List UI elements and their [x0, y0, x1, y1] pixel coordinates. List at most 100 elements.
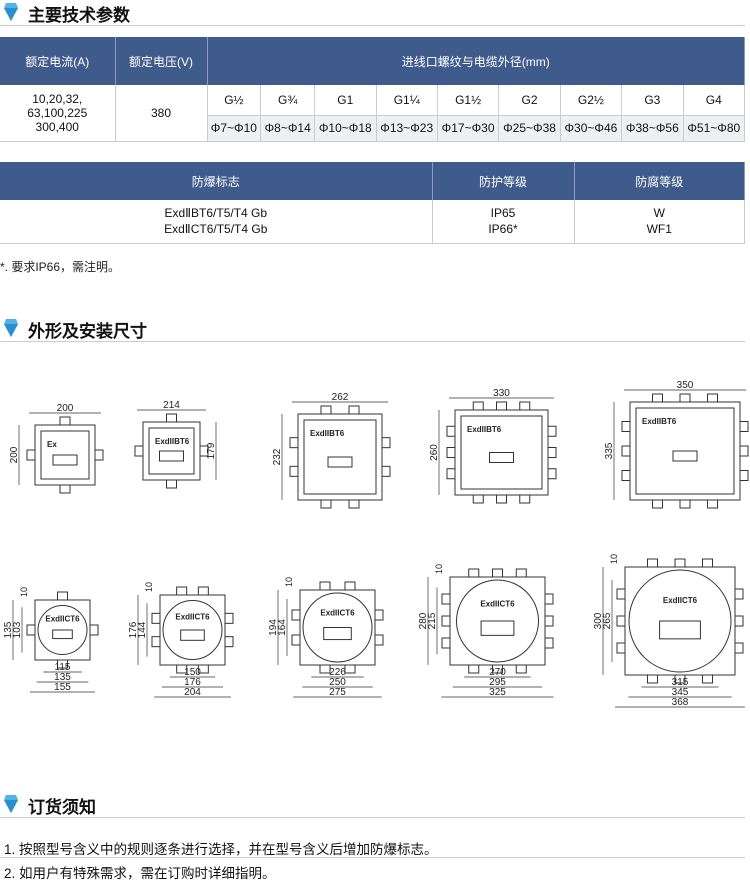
section-title: 外形及安装尺寸 — [28, 322, 147, 341]
cable-entry — [320, 499, 332, 509]
cable-entry — [374, 609, 384, 621]
cable-entry — [197, 664, 209, 674]
cable-entry — [519, 494, 531, 504]
cable-diameter: Φ25~Φ38 — [498, 115, 561, 142]
thread-size: G1¼ — [376, 85, 438, 116]
dimension-label: 280 — [418, 612, 429, 629]
cable-entry — [492, 568, 503, 578]
cable-entry — [515, 664, 527, 674]
dimension-label: 176 — [184, 677, 201, 688]
enclosure-lid — [148, 427, 195, 475]
section-header-params: 主要技术参数 — [0, 0, 745, 26]
dimension-label: 226 — [329, 667, 346, 678]
section-header-dims: 外形及安装尺寸 — [0, 316, 745, 342]
dimension-label: 295 — [489, 677, 506, 688]
dimension-label: 150 — [184, 667, 201, 678]
cable-entry — [59, 484, 71, 494]
cable-entry — [89, 624, 99, 636]
protection-line: IP65 — [490, 206, 516, 221]
round-cover — [162, 600, 223, 660]
cable-entry — [320, 405, 332, 415]
protection-line: IP66* — [488, 222, 518, 237]
cable-entry — [289, 465, 299, 477]
cable-entry — [348, 499, 360, 509]
cable-entry — [57, 659, 68, 669]
cable-entry — [176, 664, 188, 674]
thread-size: G½ — [207, 85, 262, 116]
cable-diameter: Φ51~Φ80 — [683, 115, 746, 142]
cable-entry — [344, 664, 356, 674]
cable-diameter: Φ8~Φ14 — [260, 115, 316, 142]
cable-diameter: Φ30~Φ46 — [560, 115, 623, 142]
cable-entry — [446, 425, 456, 437]
header-voltage: 额定电压(V) — [115, 37, 208, 85]
divider — [0, 857, 745, 858]
window — [672, 450, 698, 462]
cable-diameter: Φ13~Φ23 — [376, 115, 438, 142]
cable-entry — [707, 393, 718, 403]
cable-entry — [544, 593, 554, 605]
dimension-label: 204 — [184, 687, 201, 698]
cable-entry — [652, 499, 663, 509]
thread-size: G2½ — [560, 85, 623, 116]
cable-entry — [176, 586, 188, 596]
window — [480, 620, 515, 636]
cable-entry — [57, 591, 68, 601]
cable-entry — [224, 612, 234, 624]
nameplate-label: Ex — [47, 440, 57, 449]
cable-entry — [616, 615, 626, 627]
dimension-label: 135 — [54, 672, 71, 683]
cable-entry — [616, 642, 626, 654]
dimension-label: 115 — [55, 662, 71, 673]
window — [159, 450, 184, 462]
round-cover — [456, 579, 539, 663]
section-header-order: 订货须知 — [0, 792, 745, 818]
cable-entry — [441, 637, 451, 649]
cable-entry — [674, 558, 686, 568]
cable-entry — [519, 401, 531, 411]
cable-entry — [621, 445, 631, 457]
cable-entry — [647, 558, 658, 568]
cable-entry — [702, 558, 713, 568]
cable-entry — [26, 624, 36, 636]
nameplate-label: ExdIICT6 — [320, 608, 355, 617]
enclosure-outline — [159, 594, 226, 666]
cable-entry — [224, 636, 234, 648]
corrosion-line: WF1 — [646, 222, 672, 237]
cable-entry — [739, 470, 749, 481]
dimension-label: 335 — [604, 442, 615, 459]
cable-entry — [739, 421, 749, 432]
header-current: 额定电流(A) — [0, 37, 116, 85]
thread-size: G1½ — [437, 85, 500, 116]
cable-entry — [166, 413, 177, 423]
nameplate-label: ExdIICT6 — [663, 596, 698, 605]
window — [52, 454, 78, 466]
window — [659, 620, 701, 640]
order-note-1: 1. 按照型号含义中的规则逐条进行选择，并在型号含义后增加防爆标志。 — [4, 842, 438, 857]
window — [52, 629, 73, 640]
cable-entry — [547, 447, 557, 458]
dimension-label: 176 — [128, 621, 139, 638]
diamond-icon — [4, 795, 18, 813]
cable-entry — [468, 568, 480, 578]
dimension-label: 260 — [429, 444, 440, 461]
cable-entry — [547, 425, 557, 437]
cable-entry — [734, 642, 744, 654]
cable-entry — [446, 447, 456, 458]
dimension-label: 10 — [284, 577, 294, 587]
nameplate-label: ExdIIBT6 — [467, 425, 502, 434]
dimension-label: 265 — [602, 612, 613, 629]
dimension-label: 330 — [493, 388, 510, 399]
cable-entry — [319, 664, 331, 674]
cable-entry — [381, 437, 391, 449]
cable-diameter: Φ10~Φ18 — [314, 115, 377, 142]
enclosure-lid — [460, 415, 543, 490]
cable-entry — [446, 468, 456, 480]
cable-entry — [197, 586, 209, 596]
cable-entry — [496, 401, 507, 411]
cable-entry — [472, 494, 484, 504]
cable-entry — [734, 588, 744, 600]
marking-line: ExdⅡCT6/T5/T4 Gb — [164, 222, 268, 237]
